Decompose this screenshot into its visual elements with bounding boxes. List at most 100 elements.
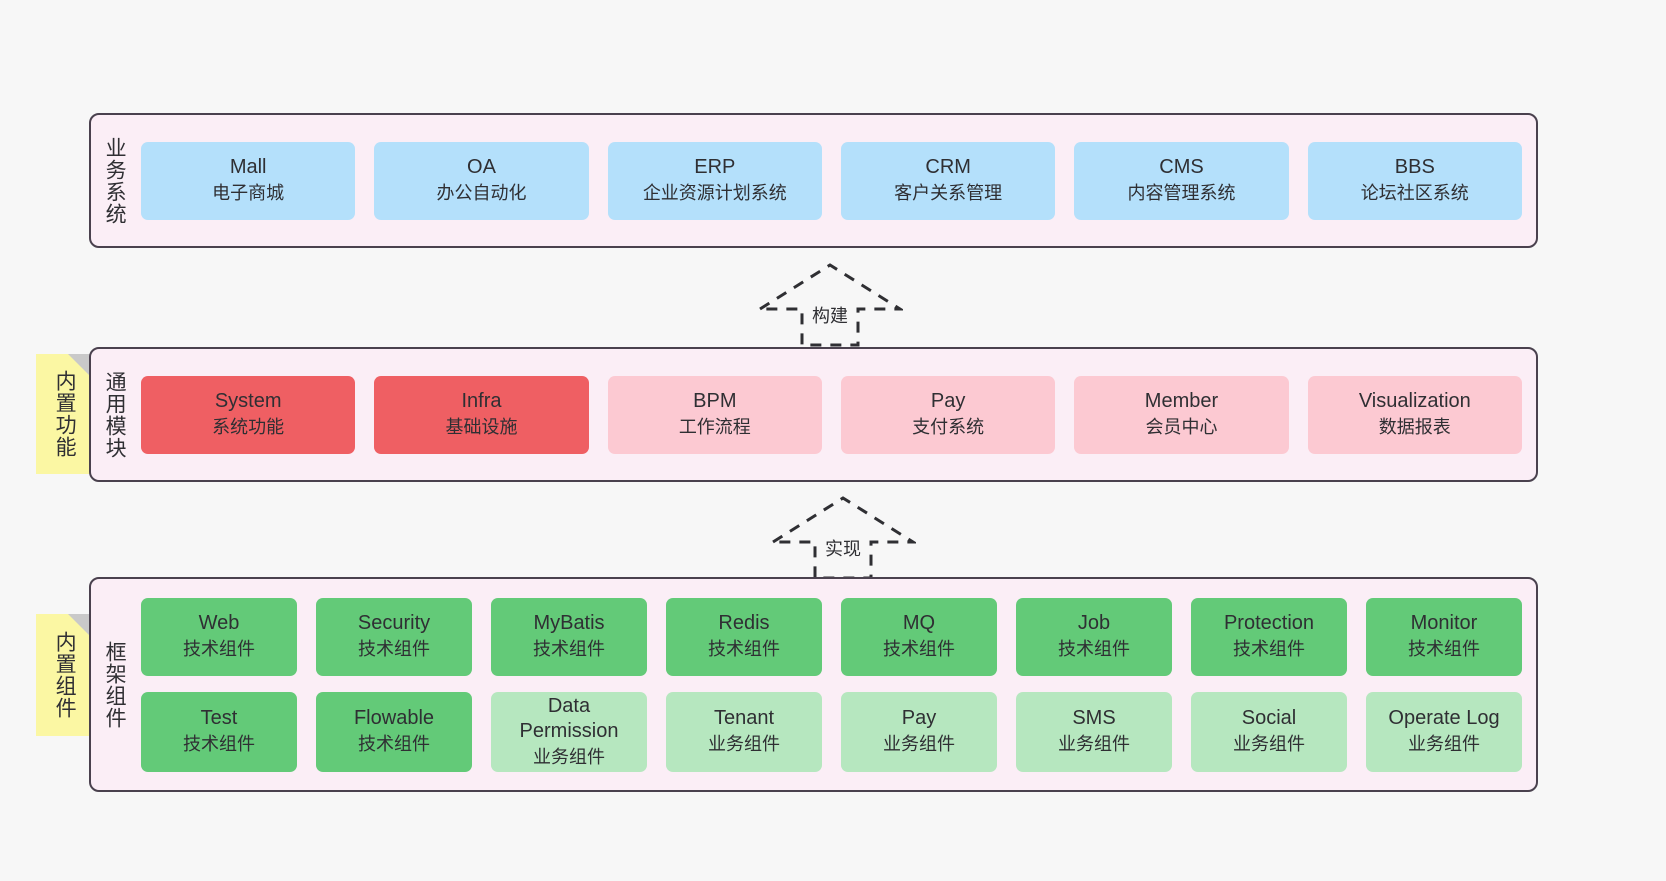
card-subtitle: 系统功能	[212, 417, 285, 438]
business-card-bbs[interactable]: BBS 论坛社区系统	[1307, 141, 1522, 220]
card-title: BPM	[693, 390, 737, 413]
business-system-row: Mall 电子商城 OA 办公自动化 ERP 企业资源计划系统 CRM 客户关系…	[141, 141, 1522, 220]
framework-card-monitor[interactable]: Monitor 技术组件	[1366, 597, 1522, 676]
card-title: Mall	[229, 156, 267, 179]
framework-card-protection[interactable]: Protection 技术组件	[1191, 597, 1347, 676]
business-card-mall[interactable]: Mall 电子商城	[141, 141, 356, 220]
card-subtitle: 电子商城	[212, 183, 285, 204]
framework-row-technical: Web 技术组件 Security 技术组件 MyBatis 技术组件 Redi…	[141, 597, 1522, 676]
connector-build-label: 构建	[812, 306, 848, 326]
card-title: Job	[1077, 612, 1111, 635]
framework-card-social[interactable]: Social 业务组件	[1191, 691, 1347, 772]
business-card-erp[interactable]: ERP 企业资源计划系统	[607, 141, 822, 220]
card-subtitle: 业务组件	[1233, 734, 1305, 755]
card-subtitle: 企业资源计划系统	[642, 183, 787, 204]
card-title: Social	[1241, 707, 1297, 730]
card-title: Visualization	[1358, 390, 1471, 413]
framework-card-data-permission[interactable]: Data Permission 业务组件	[491, 691, 647, 772]
card-subtitle: 业务组件	[708, 734, 780, 755]
common-module-layer: 通用模块 System 系统功能 Infra 基础设施 BPM 工作流程 Pay…	[89, 347, 1538, 482]
module-card-visualization[interactable]: Visualization 数据报表	[1307, 375, 1522, 454]
framework-component-card-container: Web 技术组件 Security 技术组件 MyBatis 技术组件 Redi…	[137, 579, 1536, 790]
framework-card-sms[interactable]: SMS 业务组件	[1016, 691, 1172, 772]
card-subtitle: 技术组件	[1058, 639, 1130, 660]
card-title: Data Permission	[519, 694, 619, 742]
module-card-pay[interactable]: Pay 支付系统	[840, 375, 1056, 454]
common-module-card-container: System 系统功能 Infra 基础设施 BPM 工作流程 Pay 支付系统…	[137, 349, 1536, 480]
card-title: SMS	[1072, 707, 1116, 730]
module-card-member[interactable]: Member 会员中心	[1074, 375, 1289, 454]
card-subtitle: 技术组件	[358, 639, 430, 660]
card-subtitle: 技术组件	[183, 734, 255, 755]
connector-implement: 实现	[770, 495, 916, 581]
framework-card-test[interactable]: Test 技术组件	[141, 691, 297, 772]
business-card-crm[interactable]: CRM 客户关系管理	[840, 141, 1056, 220]
builtin-function-note: 内置功能	[36, 354, 92, 474]
card-title: ERP	[694, 156, 736, 179]
framework-card-flowable[interactable]: Flowable 技术组件	[316, 691, 472, 772]
card-subtitle: 业务组件	[883, 734, 955, 755]
business-system-layer: 业务系统 Mall 电子商城 OA 办公自动化 ERP 企业资源计划系统 CRM…	[89, 113, 1538, 248]
card-title: MQ	[902, 612, 936, 635]
builtin-component-note: 内置组件	[36, 614, 92, 736]
card-title: Tenant	[713, 707, 775, 730]
card-title: Protection	[1223, 612, 1315, 635]
card-title: Test	[200, 707, 238, 730]
builtin-component-note-label: 内置组件	[53, 631, 77, 719]
module-card-bpm[interactable]: BPM 工作流程	[607, 375, 822, 454]
framework-component-layer-label: 框架组件	[103, 640, 127, 729]
card-subtitle: 技术组件	[358, 734, 430, 755]
card-subtitle: 数据报表	[1378, 417, 1451, 438]
framework-card-redis[interactable]: Redis 技术组件	[666, 597, 822, 676]
framework-card-mq[interactable]: MQ 技术组件	[841, 597, 997, 676]
card-subtitle: 会员中心	[1145, 417, 1218, 438]
card-title: CMS	[1159, 156, 1204, 179]
card-subtitle: 业务组件	[533, 747, 605, 767]
card-title: Pay	[930, 390, 966, 413]
card-title: Web	[198, 612, 240, 635]
module-card-infra[interactable]: Infra 基础设施	[374, 375, 589, 454]
card-title: Infra	[461, 390, 502, 413]
card-subtitle: 技术组件	[1408, 639, 1480, 660]
common-module-layer-label: 通用模块	[103, 370, 127, 459]
card-subtitle: 技术组件	[183, 639, 255, 660]
business-card-oa[interactable]: OA 办公自动化	[374, 141, 589, 220]
card-subtitle: 业务组件	[1408, 734, 1480, 755]
card-title: OA	[467, 156, 496, 179]
framework-card-tenant[interactable]: Tenant 业务组件	[666, 691, 822, 772]
module-card-system[interactable]: System 系统功能	[141, 375, 356, 454]
framework-component-layer: 框架组件 Web 技术组件 Security 技术组件 MyBatis 技术组件…	[89, 577, 1538, 792]
business-card-cms[interactable]: CMS 内容管理系统	[1074, 141, 1289, 220]
card-title: Redis	[718, 612, 770, 635]
card-subtitle: 论坛社区系统	[1360, 183, 1469, 204]
card-title: Operate Log	[1388, 707, 1500, 730]
card-subtitle: 技术组件	[883, 639, 955, 660]
card-subtitle: 基础设施	[445, 417, 518, 438]
card-subtitle: 业务组件	[1058, 734, 1130, 755]
framework-card-job[interactable]: Job 技术组件	[1016, 597, 1172, 676]
note-fold-corner	[68, 614, 92, 638]
card-subtitle: 内容管理系统	[1127, 183, 1236, 204]
business-system-layer-label: 业务系统	[103, 136, 127, 225]
card-subtitle: 技术组件	[533, 639, 605, 660]
card-subtitle: 工作流程	[678, 417, 751, 438]
card-title: Member	[1144, 390, 1219, 413]
framework-card-mybatis[interactable]: MyBatis 技术组件	[491, 597, 647, 676]
framework-row-business: Test 技术组件 Flowable 技术组件 Data Permission …	[141, 691, 1522, 772]
framework-card-pay[interactable]: Pay 业务组件	[841, 691, 997, 772]
card-subtitle: 技术组件	[708, 639, 780, 660]
card-title: Flowable	[353, 707, 435, 730]
business-system-card-container: Mall 电子商城 OA 办公自动化 ERP 企业资源计划系统 CRM 客户关系…	[137, 115, 1536, 246]
card-title: CRM	[925, 156, 971, 179]
connector-implement-label: 实现	[825, 539, 861, 559]
framework-card-security[interactable]: Security 技术组件	[316, 597, 472, 676]
connector-build: 构建	[757, 262, 903, 348]
card-subtitle: 办公自动化	[436, 183, 527, 204]
card-title: Security	[357, 612, 431, 635]
framework-card-operate-log[interactable]: Operate Log 业务组件	[1366, 691, 1522, 772]
builtin-function-note-label: 内置功能	[53, 370, 77, 458]
framework-card-web[interactable]: Web 技术组件	[141, 597, 297, 676]
card-title: Pay	[901, 707, 937, 730]
card-title: BBS	[1394, 156, 1435, 179]
card-title: Monitor	[1410, 612, 1478, 635]
